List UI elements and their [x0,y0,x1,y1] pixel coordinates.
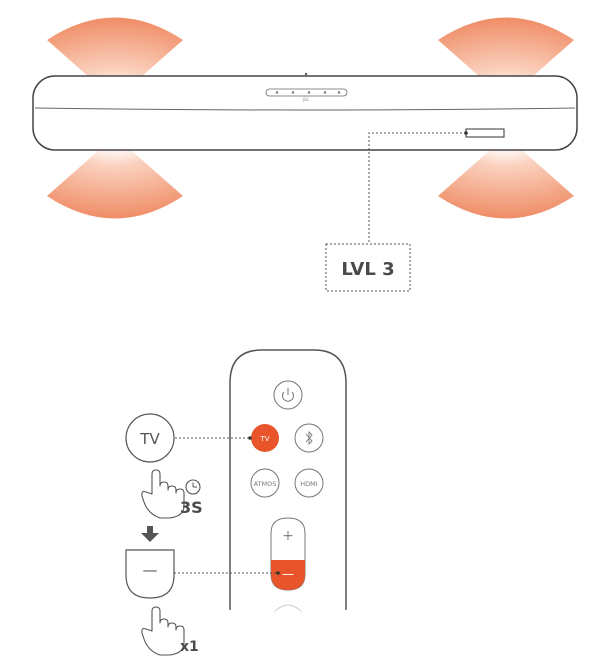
remote-tv-label: TV [259,435,269,443]
remote-power-button[interactable] [273,380,303,410]
remote-atmos-button[interactable]: ATMOS [250,468,280,498]
remote-atmos-label: ATMOS [254,480,277,488]
hand-press-icon [141,469,185,519]
remote-volume-down-button[interactable] [271,560,305,590]
step1-tv-callout: TV [125,413,175,463]
down-arrow-icon [141,526,159,542]
hand-tap-icon [141,606,185,656]
remote-volume-down-symbol: — [282,567,294,581]
level-callout-text: LVL 3 [341,259,394,280]
remote-bluetooth-button[interactable] [294,423,324,453]
step2-minus-label: — [143,561,158,579]
remote-hdmi-label: HDMI [300,480,318,488]
level-callout: LVL 3 [325,243,411,292]
soundbar-top-controls [265,88,348,97]
level-display [465,128,505,138]
remote-tv-button[interactable]: TV [251,424,279,452]
sound-wave-bottom-right [438,136,574,219]
press-count-label: x1 [180,639,199,655]
remote-hdmi-button[interactable]: HDMI [294,468,324,498]
level-leader-line [368,132,466,244]
remote-volume-up-symbol[interactable]: + [282,528,294,544]
bluetooth-icon [305,430,313,446]
hold-time-label: 3S [180,498,203,517]
soundbar-logo: JBL [302,97,310,102]
sound-wave-bottom-left [47,136,183,219]
power-icon [282,391,294,402]
clock-icon [185,479,201,495]
sound-wave-top-right [438,17,574,100]
soundbar: JBL [32,72,578,151]
step2-volume-down-callout: — [125,549,175,599]
sound-wave-top-left [47,17,183,100]
remote-volume-rocker: + — [270,517,306,591]
step1-tv-label: TV [139,430,160,448]
remote-control: TV ATMOS HDMI + — [220,349,360,614]
